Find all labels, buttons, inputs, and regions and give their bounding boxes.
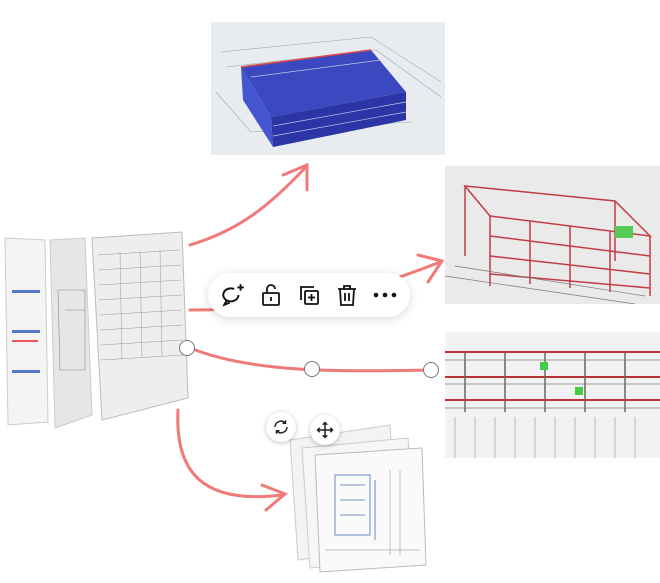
- duplicate-button[interactable]: [294, 280, 324, 310]
- unlock-icon: [262, 284, 280, 306]
- move-icon: [316, 421, 334, 439]
- document-stack[interactable]: [0, 230, 200, 430]
- floating-toolbar: [208, 273, 410, 317]
- connector-midpoint-handle[interactable]: [304, 361, 320, 377]
- arrow-to-top-image: [188, 166, 307, 247]
- rotate-icon: [274, 420, 288, 434]
- drawing-stack[interactable]: [280, 410, 430, 575]
- bim-section-image[interactable]: [445, 332, 660, 458]
- arrow-to-drawing-stack: [176, 408, 284, 499]
- connector-end-handle[interactable]: [423, 362, 439, 378]
- more-button[interactable]: [370, 280, 400, 310]
- delete-button[interactable]: [332, 280, 362, 310]
- bim-model-image-colored[interactable]: [211, 22, 445, 155]
- unlock-button[interactable]: [256, 280, 286, 310]
- rotate-button[interactable]: [266, 412, 296, 442]
- move-button[interactable]: [310, 415, 340, 445]
- add-comment-button[interactable]: [218, 280, 248, 310]
- more-icon: [373, 292, 397, 298]
- arrow-to-section-image: [188, 346, 433, 373]
- trash-icon: [338, 285, 356, 306]
- duplicate-icon: [300, 286, 319, 305]
- connector-handle[interactable]: [179, 340, 195, 356]
- comment-plus-icon: [222, 284, 244, 307]
- bim-model-image-frame[interactable]: [445, 166, 660, 304]
